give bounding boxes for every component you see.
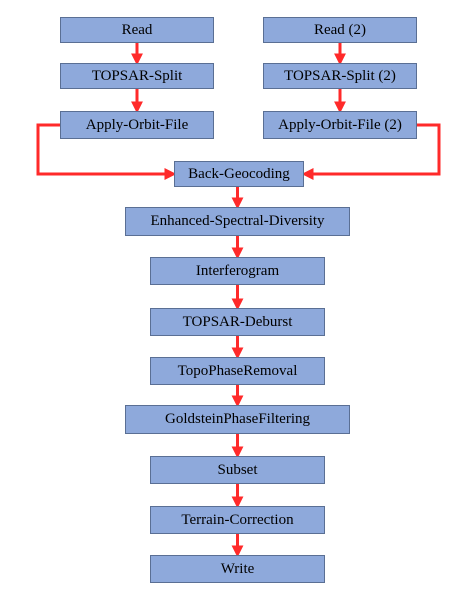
node-topsar-split-2: TOPSAR-Split (2) <box>263 63 417 89</box>
connector-left-to-back-geocoding <box>36 123 177 180</box>
node-terrain-correction: Terrain-Correction <box>150 506 325 534</box>
node-topo-phase-removal: TopoPhaseRemoval <box>150 357 325 385</box>
node-topsar-deburst: TOPSAR-Deburst <box>150 308 325 336</box>
node-topsar-split: TOPSAR-Split <box>60 63 214 89</box>
node-back-geocoding: Back-Geocoding <box>174 161 304 187</box>
node-apply-orbit-file-2: Apply-Orbit-File (2) <box>263 111 417 139</box>
node-read: Read <box>60 17 214 43</box>
node-apply-orbit-file: Apply-Orbit-File <box>60 111 214 139</box>
node-read-2: Read (2) <box>263 17 417 43</box>
node-interferogram: Interferogram <box>150 257 325 285</box>
node-goldstein-phase-filtering: GoldsteinPhaseFiltering <box>125 405 350 434</box>
node-subset: Subset <box>150 456 325 484</box>
connector-right-to-back-geocoding <box>301 123 441 180</box>
node-enhanced-spectral-diversity: Enhanced-Spectral-Diversity <box>125 207 350 236</box>
node-write: Write <box>150 555 325 583</box>
